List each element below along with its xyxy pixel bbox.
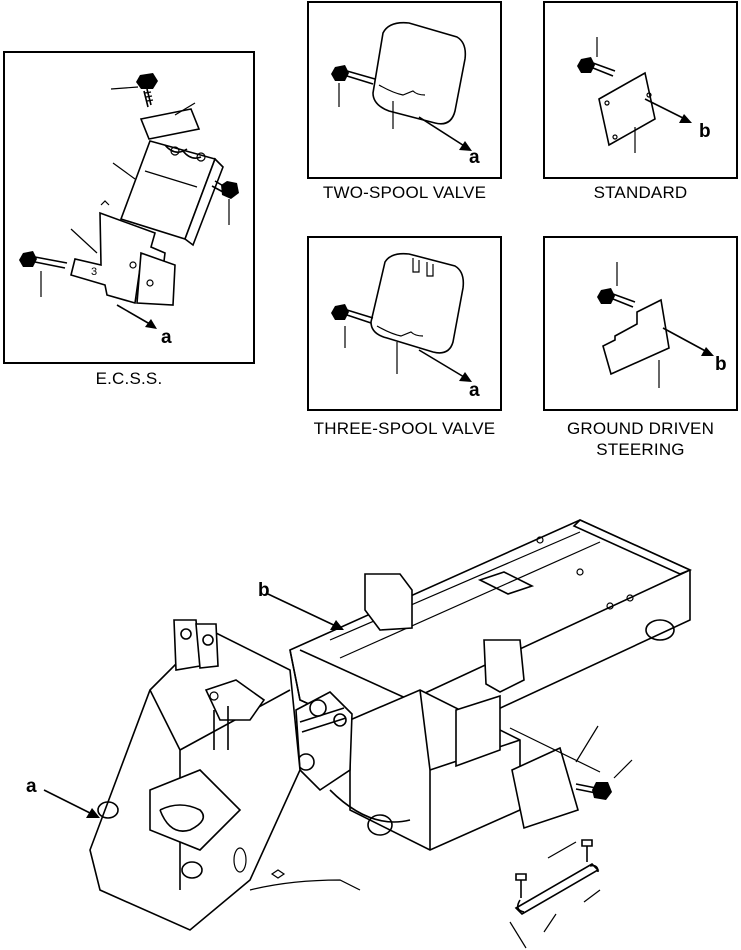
- front-frame: [89, 619, 301, 931]
- inset-ground-driven-steering: b: [543, 236, 738, 411]
- steering-rod: [509, 839, 601, 949]
- two-spool-arrow-label: a: [469, 147, 480, 168]
- bolt-icon: [515, 873, 527, 898]
- three-spool-arrow-label: a: [469, 380, 480, 401]
- inset-three-spool-valve: a: [307, 236, 502, 411]
- standard-arrow-label: b: [699, 121, 711, 142]
- articulation-hinge: [295, 691, 353, 792]
- caption-ground-driven-line1: GROUND DRIVEN: [566, 419, 715, 438]
- bolt-icon: [19, 251, 68, 269]
- caption-ground-driven-line2: STEERING: [596, 440, 685, 459]
- caption-ecss: E.C.S.S.: [95, 369, 163, 388]
- ecss-arrow-label: a: [161, 327, 172, 348]
- inset-ecss: 3 a: [3, 51, 255, 364]
- cover-plate: [511, 725, 633, 830]
- svg-text:3: 3: [91, 266, 97, 278]
- bolt-icon: [577, 57, 616, 77]
- inset-two-spool-valve: a: [307, 1, 502, 179]
- caption-three-spool-valve: THREE-SPOOL VALVE: [313, 419, 496, 438]
- bolt-icon: [211, 180, 239, 199]
- inset-standard: b: [543, 1, 738, 179]
- main-arrow-b-label: b: [258, 580, 270, 601]
- bolt-icon: [597, 288, 636, 308]
- ecss-lower-bracket: 3: [70, 200, 176, 306]
- two-spool-drawing: a: [331, 21, 480, 168]
- caption-two-spool-valve: TWO-SPOOL VALVE: [322, 183, 487, 202]
- bolt-icon: [136, 73, 158, 108]
- main-frame-drawing: b a: [26, 519, 693, 949]
- ground-driven-arrow-label: b: [715, 354, 727, 375]
- bolt-icon: [331, 304, 374, 324]
- ecss-drawing: 3 a: [19, 73, 239, 348]
- ecss-bracket: [119, 140, 224, 247]
- bolt-icon: [331, 65, 376, 85]
- main-arrow-a-label: a: [26, 776, 37, 797]
- center-section: [329, 689, 521, 851]
- caption-standard: STANDARD: [593, 183, 688, 202]
- bolt-icon: [581, 839, 593, 862]
- ground-driven-drawing: b: [597, 262, 727, 388]
- bolt-icon: [575, 782, 612, 800]
- three-spool-drawing: a: [331, 252, 480, 401]
- rear-frame: [289, 519, 693, 751]
- standard-drawing: b: [577, 37, 711, 153]
